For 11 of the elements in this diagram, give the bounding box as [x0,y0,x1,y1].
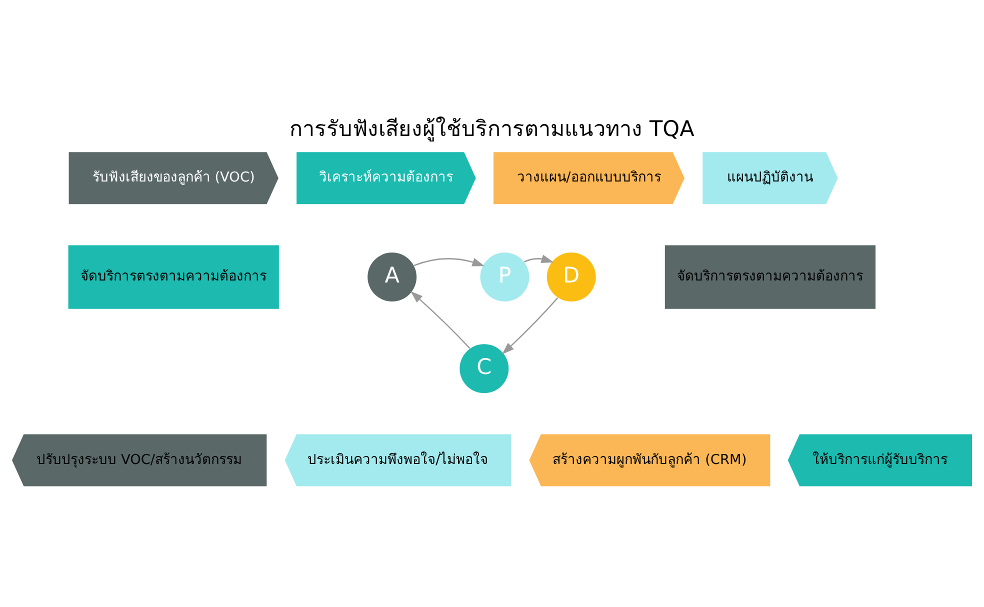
node-box: จัดบริการตรงตามความต้องการ [664,245,876,309]
arrow [414,258,485,266]
arrow [410,291,470,349]
arrow [524,254,554,263]
diagram-title: การรับฟังเสียงผู้ใช้บริการตามแนวทาง TQA [290,117,694,142]
node-circle: C [460,344,509,394]
node-circle: P [480,252,530,302]
node-box: จัดบริการตรงตามความต้องการ [68,245,279,309]
node-circle: A [368,252,417,302]
node-circle: D [546,252,596,302]
arrow [502,298,558,354]
